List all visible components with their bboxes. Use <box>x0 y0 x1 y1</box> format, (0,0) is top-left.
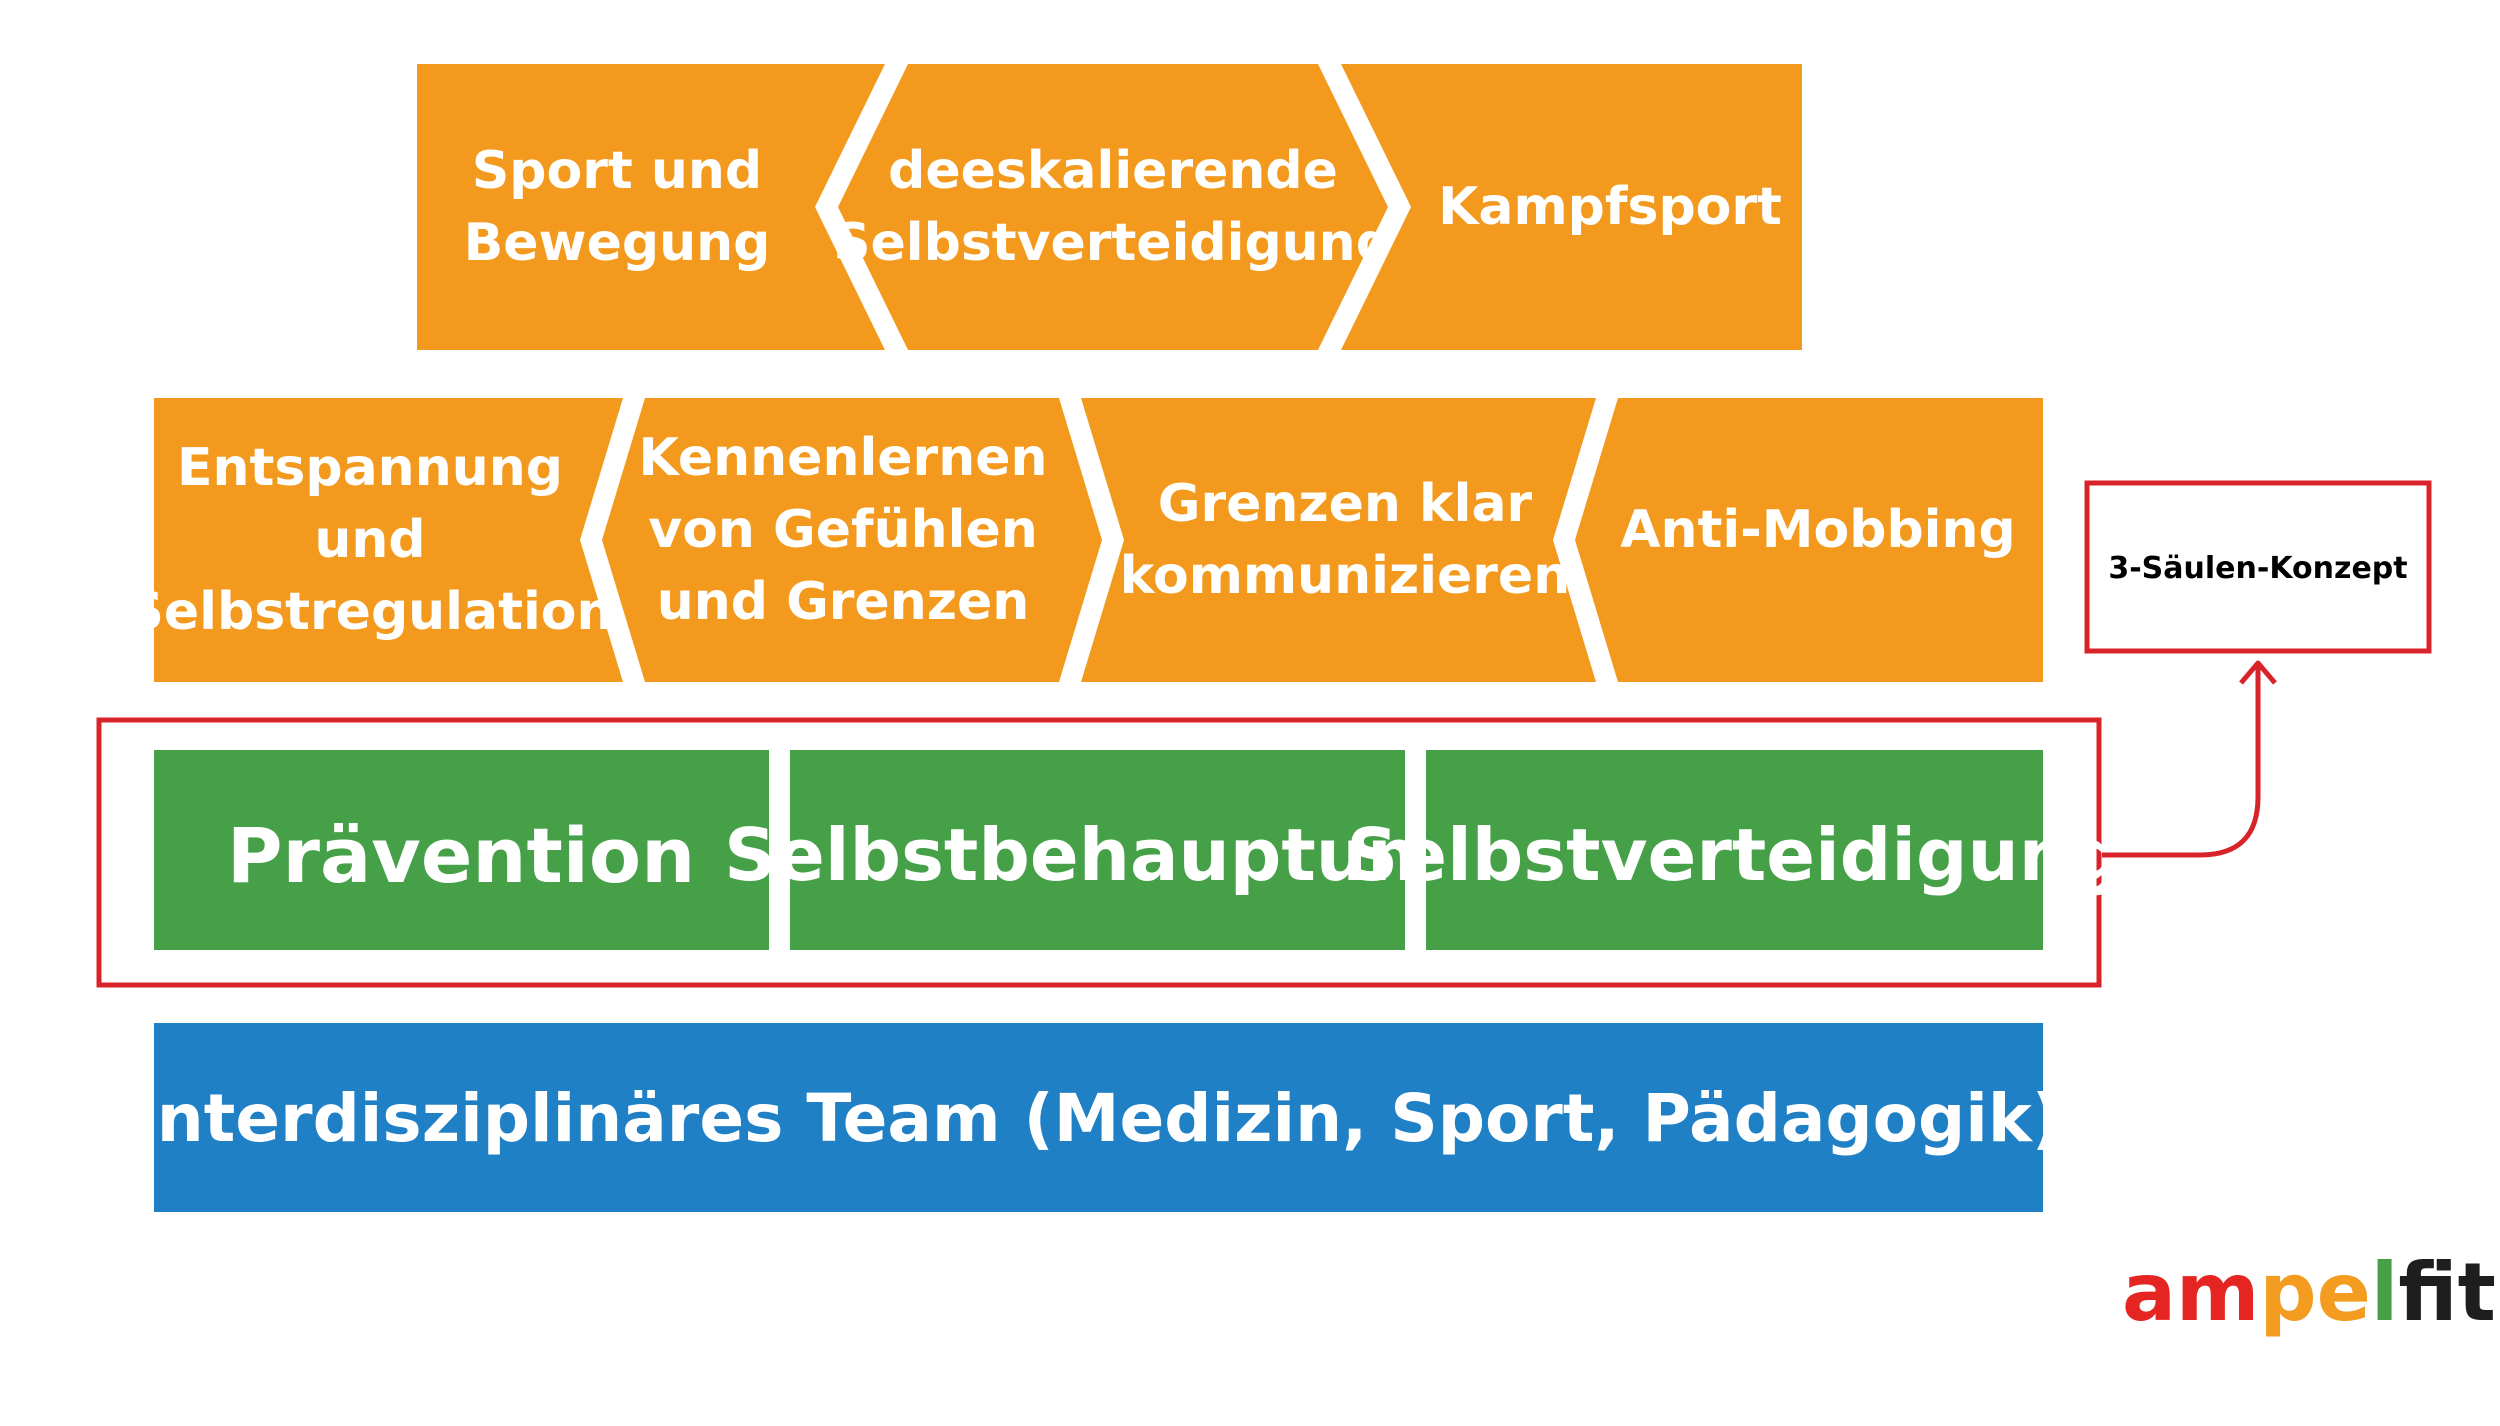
text-line: Kampfsport <box>1438 177 1782 237</box>
tile-anti-mobbing-label: Anti-Mobbing <box>1620 500 2016 560</box>
logo-letter: t <box>2458 1246 2496 1339</box>
text-line: von Gefühlen <box>648 500 1037 560</box>
pillar-prevention-label: Prävention <box>227 811 695 900</box>
text-line: Selbstbehauptung <box>724 813 1470 897</box>
text-line: Sport und <box>472 141 762 201</box>
pillar-prevention-box <box>154 750 769 950</box>
text-line: Selbstregulation <box>126 582 613 642</box>
text-line: Bewegung <box>464 213 771 273</box>
tile-relaxation-shape <box>154 398 623 682</box>
concept-callout: 3-Säulen-Konzept <box>2084 480 2432 858</box>
tile-sport-shape <box>417 64 885 350</box>
logo-letter: e <box>2317 1246 2371 1339</box>
foundation-box <box>154 1023 2043 1212</box>
text-line: Selbstverteidigung <box>833 213 1393 273</box>
text-line: deeskalierende <box>888 141 1338 201</box>
foundation-label: interdisziplinäres Team (Medizin, Sport,… <box>134 1080 2062 1157</box>
text-line: 3-Säulen-Konzept <box>2108 551 2407 586</box>
tile-boundaries-label: Grenzen klar kommunizieren <box>1120 474 1570 606</box>
tile-boundaries-shape <box>1081 398 1596 682</box>
text-line: und Grenzen <box>657 572 1030 632</box>
logo-letter: a <box>2122 1246 2176 1339</box>
text-line: Entspannung <box>177 438 563 498</box>
arrow-head-icon <box>2239 660 2277 685</box>
tile-martial-arts-label: Kampfsport <box>1438 177 1782 237</box>
tile-anti-mobbing-shape <box>1575 398 2043 682</box>
pillar-assertion-label: Selbstbehauptung <box>724 813 1470 897</box>
text-line: kommunizieren <box>1120 546 1570 606</box>
pillars-frame <box>96 717 2102 988</box>
logo-letter: m <box>2176 1246 2259 1339</box>
logo-letter: l <box>2371 1246 2398 1339</box>
pillars-group: Prävention Selbstbehauptung Selbstvertei… <box>96 717 2122 988</box>
text-line: Selbstverteidigung <box>1346 813 2121 897</box>
connector-arrow-line <box>2102 666 2261 858</box>
tile-feelings-label: Kennenlernen von Gefühlen und Grenzen <box>638 428 1047 632</box>
tile-martial-arts-shape <box>1341 64 1802 350</box>
text-line: interdisziplinäres Team (Medizin, Sport,… <box>134 1080 2062 1157</box>
text-line: Kennenlernen <box>638 428 1047 488</box>
text-line: Prävention <box>227 811 695 900</box>
logo-letter: p <box>2259 1246 2316 1339</box>
text-line: Grenzen klar <box>1158 474 1533 534</box>
pillar-defense-label: Selbstverteidigung <box>1346 813 2121 897</box>
logo-letter: f <box>2398 1246 2457 1339</box>
tile-feelings-shape <box>602 398 1102 682</box>
pillar-assertion-box <box>790 750 1405 950</box>
text-line: und <box>314 510 425 570</box>
text-line: Anti-Mobbing <box>1620 500 2016 560</box>
concept-box <box>2084 480 2432 654</box>
brand-logo: ampelfit <box>2122 1246 2496 1339</box>
tile-deescalation-shape <box>838 64 1388 350</box>
concept-box-label: 3-Säulen-Konzept <box>2108 551 2407 586</box>
foundation: interdisziplinäres Team (Medizin, Sport,… <box>134 1023 2062 1212</box>
pillar-defense-box <box>1426 750 2043 950</box>
